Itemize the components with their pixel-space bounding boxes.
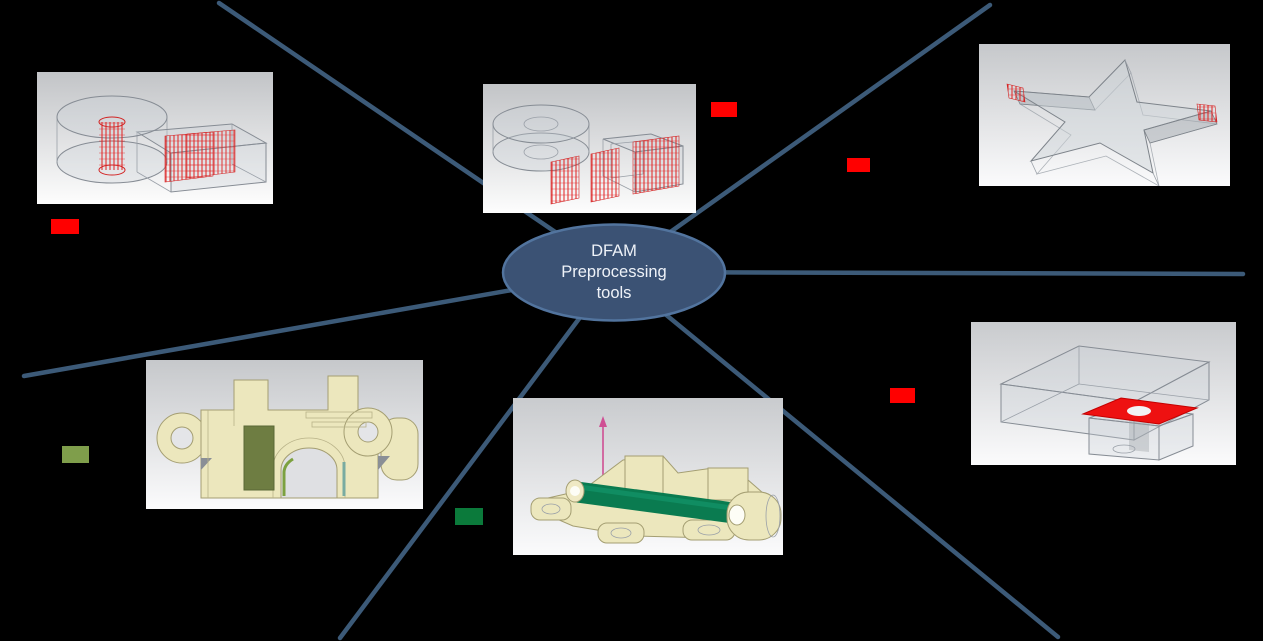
cad-thumbnail-bracket-olive-panel: [146, 360, 423, 509]
swatch-rect: [711, 102, 737, 117]
connector-line-bottom-left: [337, 269, 617, 641]
cad-thumbnail-green-cylinder-part: [513, 398, 783, 555]
center-label-line1: DFAM: [591, 241, 637, 260]
center-label-line2: Preprocessing: [561, 262, 667, 281]
center-node-ellipse: [501, 223, 727, 322]
swatch-rect: [51, 219, 79, 234]
cad-thumbnail-star-hatch: [979, 44, 1230, 186]
swatch-rect: [455, 508, 483, 525]
legend-swatch-red-top-left: [51, 219, 79, 234]
cad-thumbnail-donut-hatch: [483, 84, 696, 213]
swatch-rect: [890, 388, 915, 403]
legend-swatch-red-top-middle: [711, 102, 737, 117]
connector-line-top-left: [216, 0, 617, 275]
center-label-line3: tools: [596, 284, 632, 303]
legend-swatch-olive-bottom-left: [62, 446, 89, 463]
connector-line-bottom-right: [611, 269, 1061, 640]
legend-swatch-red-middle-right: [890, 388, 915, 403]
center-node-label: DFAM Preprocessing tools: [503, 224, 725, 321]
center-ellipse-shape: [501, 223, 727, 322]
legend-swatch-green-bottom-middle: [455, 508, 483, 525]
connector-line-top-right: [611, 2, 993, 275]
legend-swatch-red-top-right: [847, 158, 870, 172]
swatch-rect: [847, 158, 870, 172]
swatch-rect: [62, 446, 89, 463]
cad-thumbnail-box-red-plate: [971, 322, 1236, 465]
cad-thumbnail-keyhole-hatch: [37, 72, 273, 204]
